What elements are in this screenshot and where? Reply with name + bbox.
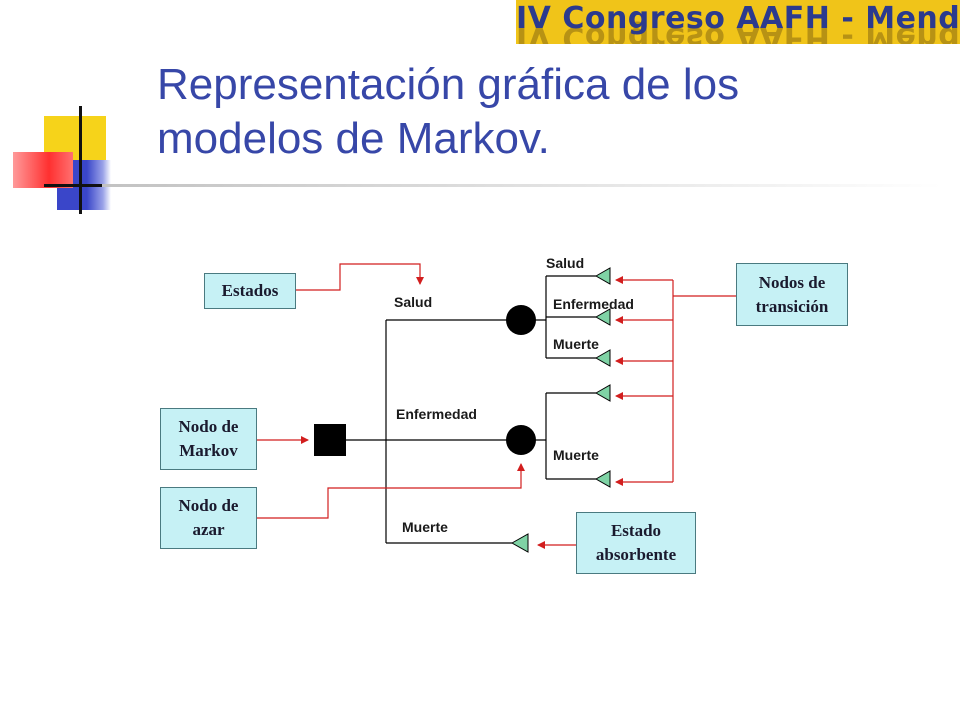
callout-nodo-markov-line1: Nodo de <box>178 417 239 436</box>
callout-nodo-markov-line2: Markov <box>179 441 238 460</box>
callout-estado-absorbente: Estado absorbente <box>576 512 696 574</box>
tree-lines <box>346 275 596 544</box>
terminal-salud-enfermedad <box>594 308 611 326</box>
callout-nodo-azar: Nodo de azar <box>160 487 257 549</box>
terminal-enf-upper <box>594 384 611 402</box>
callout-nodo-azar-line2: azar <box>192 520 225 539</box>
deco-vertical-line <box>79 106 82 214</box>
sub-label-muerte-1: Muerte <box>553 336 599 352</box>
markov-node <box>314 424 346 456</box>
sub-label-muerte-2: Muerte <box>553 447 599 463</box>
callout-estados: Estados <box>204 273 296 309</box>
chance-node-salud <box>506 305 536 335</box>
terminal-absorbing <box>510 533 529 553</box>
sub-label-salud: Salud <box>546 255 585 271</box>
arrow-estados <box>296 263 424 291</box>
branch-label-salud: Salud <box>394 294 433 310</box>
terminal-nodes <box>510 267 611 553</box>
callout-nodos-transicion-line2: transición <box>755 296 829 316</box>
deco-red-square <box>13 152 73 188</box>
banner-text: IV Congreso AAFH - Mendoza 2004 <box>516 1 960 36</box>
conference-banner: IV Congreso AAFH - Mendoza 2004 IV Congr… <box>516 0 960 44</box>
callout-estado-absorbente-line1: Estado <box>610 521 662 540</box>
arrow-nodo-azar <box>257 463 525 519</box>
callout-estado-absorbente-line2: absorbente <box>595 545 677 564</box>
title-line-1: Representación gráfica de los <box>157 60 740 109</box>
chance-node-enfermedad <box>506 425 536 455</box>
branch-label-muerte: Muerte <box>402 519 448 535</box>
page-title: Representación gráfica de los modelos de… <box>157 58 917 166</box>
terminal-salud-salud <box>594 267 611 285</box>
terminal-enf-muerte <box>594 470 611 488</box>
terminal-salud-muerte <box>594 349 611 367</box>
title-underline <box>102 184 942 187</box>
callout-nodos-transicion: Nodos de transición <box>736 263 848 326</box>
callout-nodo-azar-line1: Nodo de <box>178 496 239 515</box>
annotation-arrows <box>257 263 736 549</box>
callout-estados-label: Estados <box>221 281 279 300</box>
callout-nodo-markov: Nodo de Markov <box>160 408 257 470</box>
deco-horizontal-line <box>44 184 114 187</box>
branch-label-enfermedad: Enfermedad <box>396 406 477 422</box>
callout-nodos-transicion-line1: Nodos de <box>758 272 826 292</box>
title-line-2: modelos de Markov. <box>157 114 550 163</box>
sub-label-enfermedad: Enfermedad <box>553 296 634 312</box>
